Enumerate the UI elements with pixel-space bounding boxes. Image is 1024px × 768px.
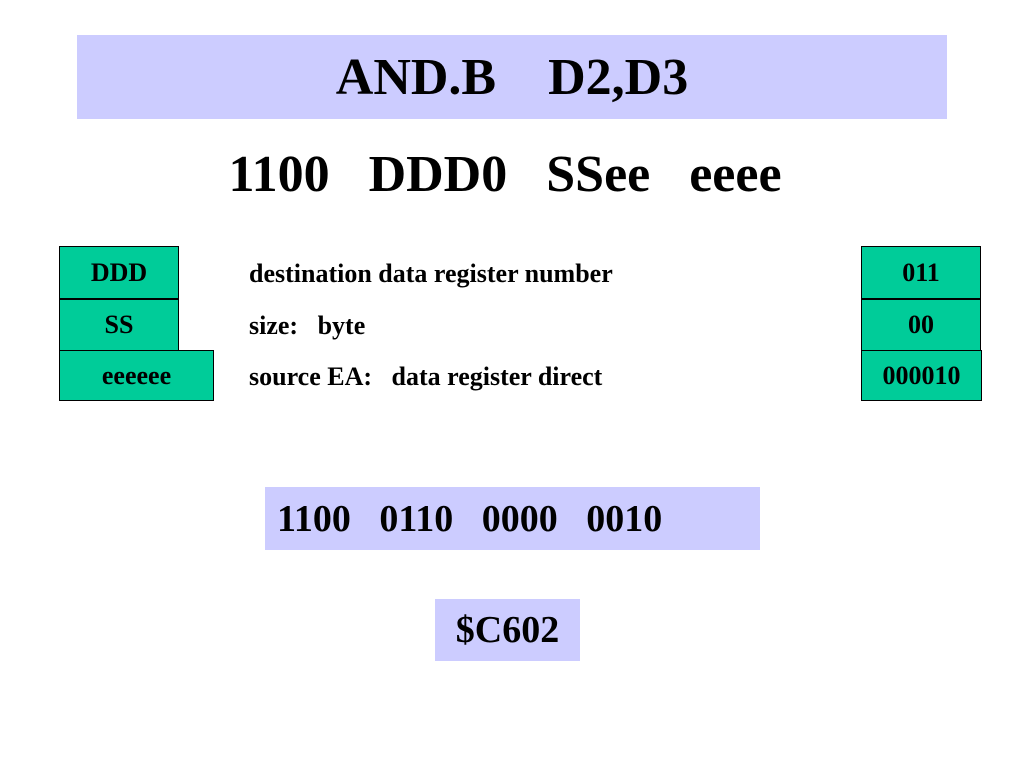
binary-result-box: 1100 0110 0000 0010 (265, 487, 760, 550)
field-description-eeeeee: source EA: data register direct (249, 362, 603, 391)
field-description-ddd: destination data register number (249, 259, 613, 288)
field-name-eeeeee: eeeeee (101, 360, 172, 390)
field-value-ss: 00 (908, 310, 934, 339)
field-description-ss: size: byte (249, 311, 366, 340)
field-value-eeeeee: 000010 (882, 360, 961, 390)
field-name-eeeeee-box: eeeeee (59, 350, 214, 401)
field-name-ss: SS (104, 310, 134, 339)
field-name-ddd-box: DDD (59, 246, 179, 299)
binary-result: 1100 0110 0000 0010 (277, 497, 663, 540)
instruction-title: AND.B D2,D3 (77, 35, 947, 119)
hex-result: $C602 (455, 609, 560, 651)
field-name-ddd: DDD (90, 257, 148, 287)
hex-result-box: $C602 (435, 599, 580, 661)
instruction-title-text: AND.B D2,D3 (335, 48, 689, 106)
field-value-ddd: 011 (902, 257, 940, 287)
field-name-ss-box: SS (59, 299, 179, 351)
opcode-format-line: 1100 DDD0 SSee eeee (228, 146, 782, 203)
field-value-ss-box: 00 (861, 299, 981, 351)
field-value-ddd-box: 011 (861, 246, 981, 299)
field-value-eeeeee-box: 000010 (861, 350, 982, 401)
